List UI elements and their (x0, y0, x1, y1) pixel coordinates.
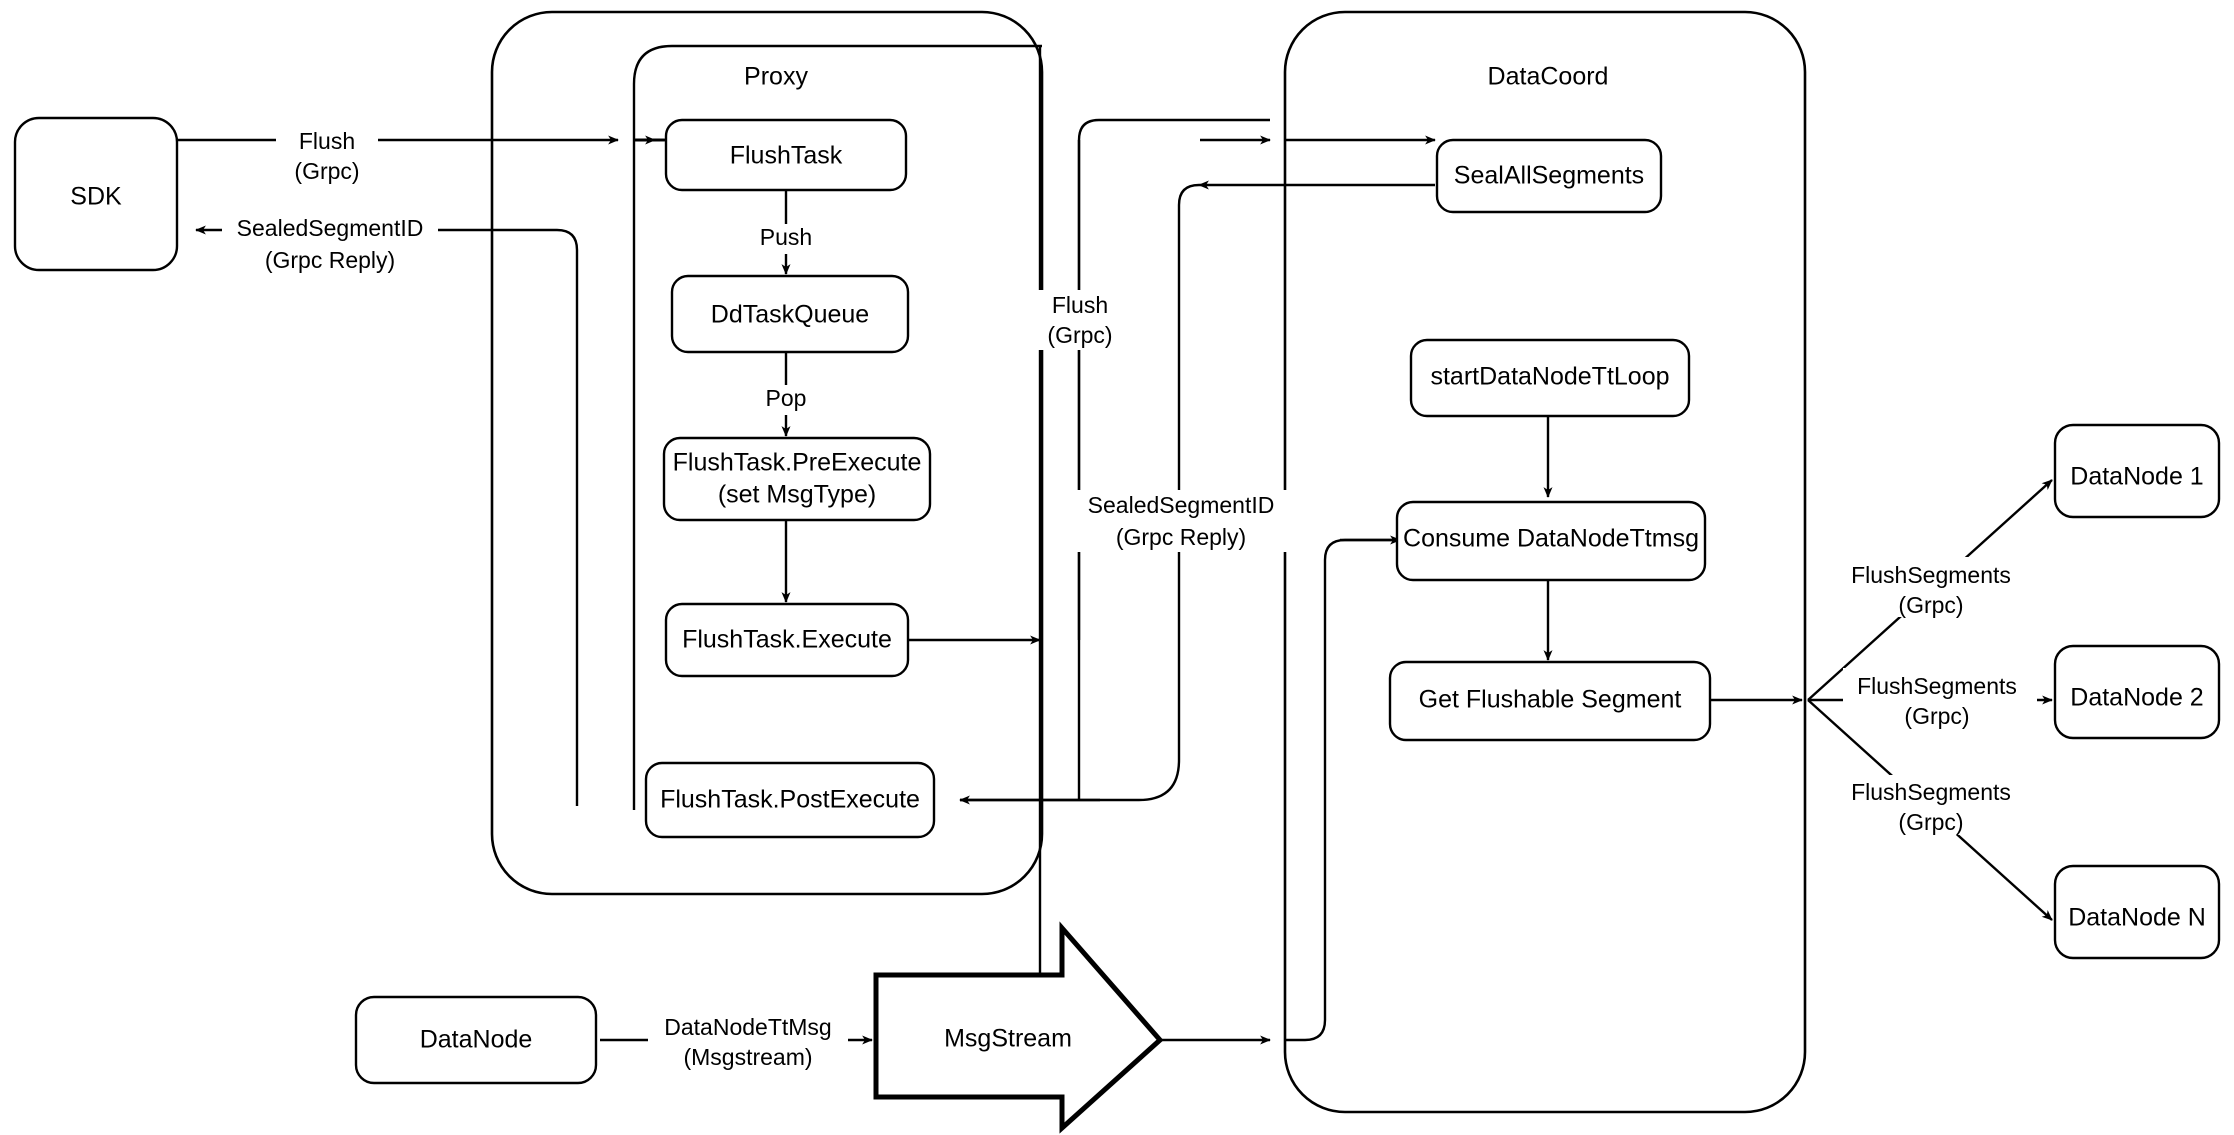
flush-task-postexecute-box[interactable] (644, 761, 936, 839)
flush-task-postexecute-label: FlushTask.PostExecute (660, 786, 920, 814)
datanode-2-label: DataNode 2 (2070, 684, 2203, 712)
datanode-source-label: DataNode (420, 1026, 533, 1054)
node-flush-task-postexecute[interactable]: FlushTask.PostExecute (644, 761, 936, 839)
edge-label-sealedsegmentid-sdk: SealedSegmentID (Grpc Reply) (222, 213, 438, 273)
datanode-1-label: DataNode 1 (2070, 463, 2203, 491)
proxy-container-outline (490, 10, 1044, 896)
flush-task-preexecute-label-line2: (set MsgType) (718, 481, 876, 509)
edge-label-datanodettmsg-line1: DataNodeTtMsg (664, 1014, 831, 1040)
edge-postexecute-to-sdk-sealedsegmentid (195, 225, 579, 806)
edge-label-push-text: Push (760, 224, 812, 250)
edge-label-pop-text: Pop (766, 385, 807, 411)
seal-all-segments-label: SealAllSegments (1454, 162, 1644, 190)
node-datanode-2[interactable]: DataNode 2 (2053, 644, 2221, 740)
edge-label-pop: Pop (754, 385, 818, 415)
edge-label-datanode-ttmsg: DataNodeTtMsg (Msgstream) (648, 1012, 848, 1072)
consume-datanode-ttmsg-box[interactable] (1395, 500, 1707, 582)
flush-task-execute-label: FlushTask.Execute (682, 626, 892, 654)
datacoord-container-outline (1283, 10, 1807, 1114)
edge-label-sealedsegmentid2-line1: SealedSegmentID (1088, 492, 1275, 518)
start-datanode-tt-loop-box[interactable] (1409, 338, 1691, 418)
msgstream-label: MsgStream (944, 1025, 1072, 1053)
node-consume-datanode-ttmsg[interactable]: Consume DataNodeTtmsg (1395, 500, 1707, 582)
edge-label-flushsegments2-line1: FlushSegments (1857, 673, 2017, 699)
flush-task-box[interactable] (664, 118, 908, 192)
dd-task-queue-label: DdTaskQueue (711, 301, 869, 329)
node-start-datanode-tt-loop[interactable]: startDataNodeTtLoop (1409, 338, 1691, 418)
start-datanode-tt-loop-label: startDataNodeTtLoop (1430, 363, 1669, 391)
node-dd-task-queue[interactable]: DdTaskQueue (670, 274, 910, 354)
node-flush-task-preexecute[interactable]: FlushTask.PreExecute (set MsgType) (662, 436, 932, 522)
edge-label-flush-grpc-line2: (Grpc) (294, 158, 359, 184)
edge-label-flush-segments-n: FlushSegments (Grpc) (1841, 775, 2035, 835)
msgstream-arrow-shape[interactable] (873, 921, 1164, 1134)
datanode-source-box[interactable] (354, 995, 598, 1085)
sdk-label: SDK (70, 183, 122, 211)
edge-label-flush-grpc2-line2: (Grpc) (1047, 322, 1112, 348)
node-datanode-n[interactable]: DataNode N (2053, 864, 2221, 960)
edge-label-sealedsegmentid-line1: SealedSegmentID (237, 215, 424, 241)
dd-task-queue-box[interactable] (670, 274, 910, 354)
node-flush-task-execute[interactable]: FlushTask.Execute (664, 602, 910, 678)
edge-msgstream-route-to-consume (1285, 538, 1395, 1042)
edge-label-flush-segments-1: FlushSegments (Grpc) (1841, 557, 2035, 618)
node-sdk[interactable]: SDK (13, 116, 179, 272)
seal-all-segments-box[interactable] (1435, 138, 1663, 214)
flush-task-preexecute-box[interactable] (662, 436, 932, 522)
edge-label-flush-grpc-line1: Flush (299, 128, 355, 154)
edge-flush-trunk-up-to-datacoord (1077, 118, 1270, 640)
datacoord-container-label: DataCoord (1488, 63, 1609, 91)
get-flushable-segment-label: Get Flushable Segment (1419, 686, 1682, 714)
node-get-flushable-segment[interactable]: Get Flushable Segment (1388, 660, 1712, 742)
flush-task-execute-box[interactable] (664, 602, 910, 678)
edge-label-flush-grpc-datacoord: Flush (Grpc) (1031, 290, 1127, 350)
edge-label-push: Push (749, 224, 823, 254)
edge-sealedsegmentid-reply-route (960, 183, 1200, 802)
datanode-2-box[interactable] (2053, 644, 2221, 740)
edge-label-flushsegments2-line2: (Grpc) (1904, 703, 1969, 729)
node-datanode-1[interactable]: DataNode 1 (2053, 423, 2221, 519)
consume-datanode-ttmsg-label: Consume DataNodeTtmsg (1403, 525, 1699, 553)
edge-proxy-left-routing-top-curve (632, 44, 1042, 140)
flush-task-preexecute-label-line1: FlushTask.PreExecute (673, 449, 922, 477)
node-msgstream[interactable]: MsgStream (873, 921, 1164, 1134)
edge-label-flush-grpc-sdk: Flush (Grpc) (276, 124, 378, 184)
edge-label-sealedsegmentid-datacoord: SealedSegmentID (Grpc Reply) (1075, 490, 1287, 552)
get-flushable-segment-box[interactable] (1388, 660, 1712, 742)
container-proxy: Proxy (490, 10, 1044, 896)
datanode-n-box[interactable] (2053, 864, 2221, 960)
flush-task-label: FlushTask (730, 142, 843, 170)
node-seal-all-segments[interactable]: SealAllSegments (1435, 138, 1663, 214)
edge-label-flushsegments1-line2: (Grpc) (1898, 592, 1963, 618)
edge-label-datanodettmsg-line2: (Msgstream) (683, 1044, 812, 1070)
node-datanode-source[interactable]: DataNode (354, 995, 598, 1085)
container-datacoord: DataCoord (1283, 10, 1807, 1114)
edge-label-flush-segments-2: FlushSegments (Grpc) (1843, 668, 2037, 729)
edge-label-flushsegmentsn-line1: FlushSegments (1851, 779, 2011, 805)
edge-label-sealedsegmentid2-line2: (Grpc Reply) (1116, 524, 1246, 550)
datanode-1-box[interactable] (2053, 423, 2221, 519)
sdk-box[interactable] (13, 116, 179, 272)
edge-label-flushsegmentsn-line2: (Grpc) (1898, 809, 1963, 835)
edge-label-flush-grpc2-line1: Flush (1052, 292, 1108, 318)
edge-label-sealedsegmentid-line2: (Grpc Reply) (265, 247, 395, 273)
edge-label-flushsegments1-line1: FlushSegments (1851, 562, 2011, 588)
node-flush-task[interactable]: FlushTask (664, 118, 908, 192)
datanode-n-label: DataNode N (2068, 904, 2206, 932)
proxy-container-label: Proxy (744, 63, 808, 91)
